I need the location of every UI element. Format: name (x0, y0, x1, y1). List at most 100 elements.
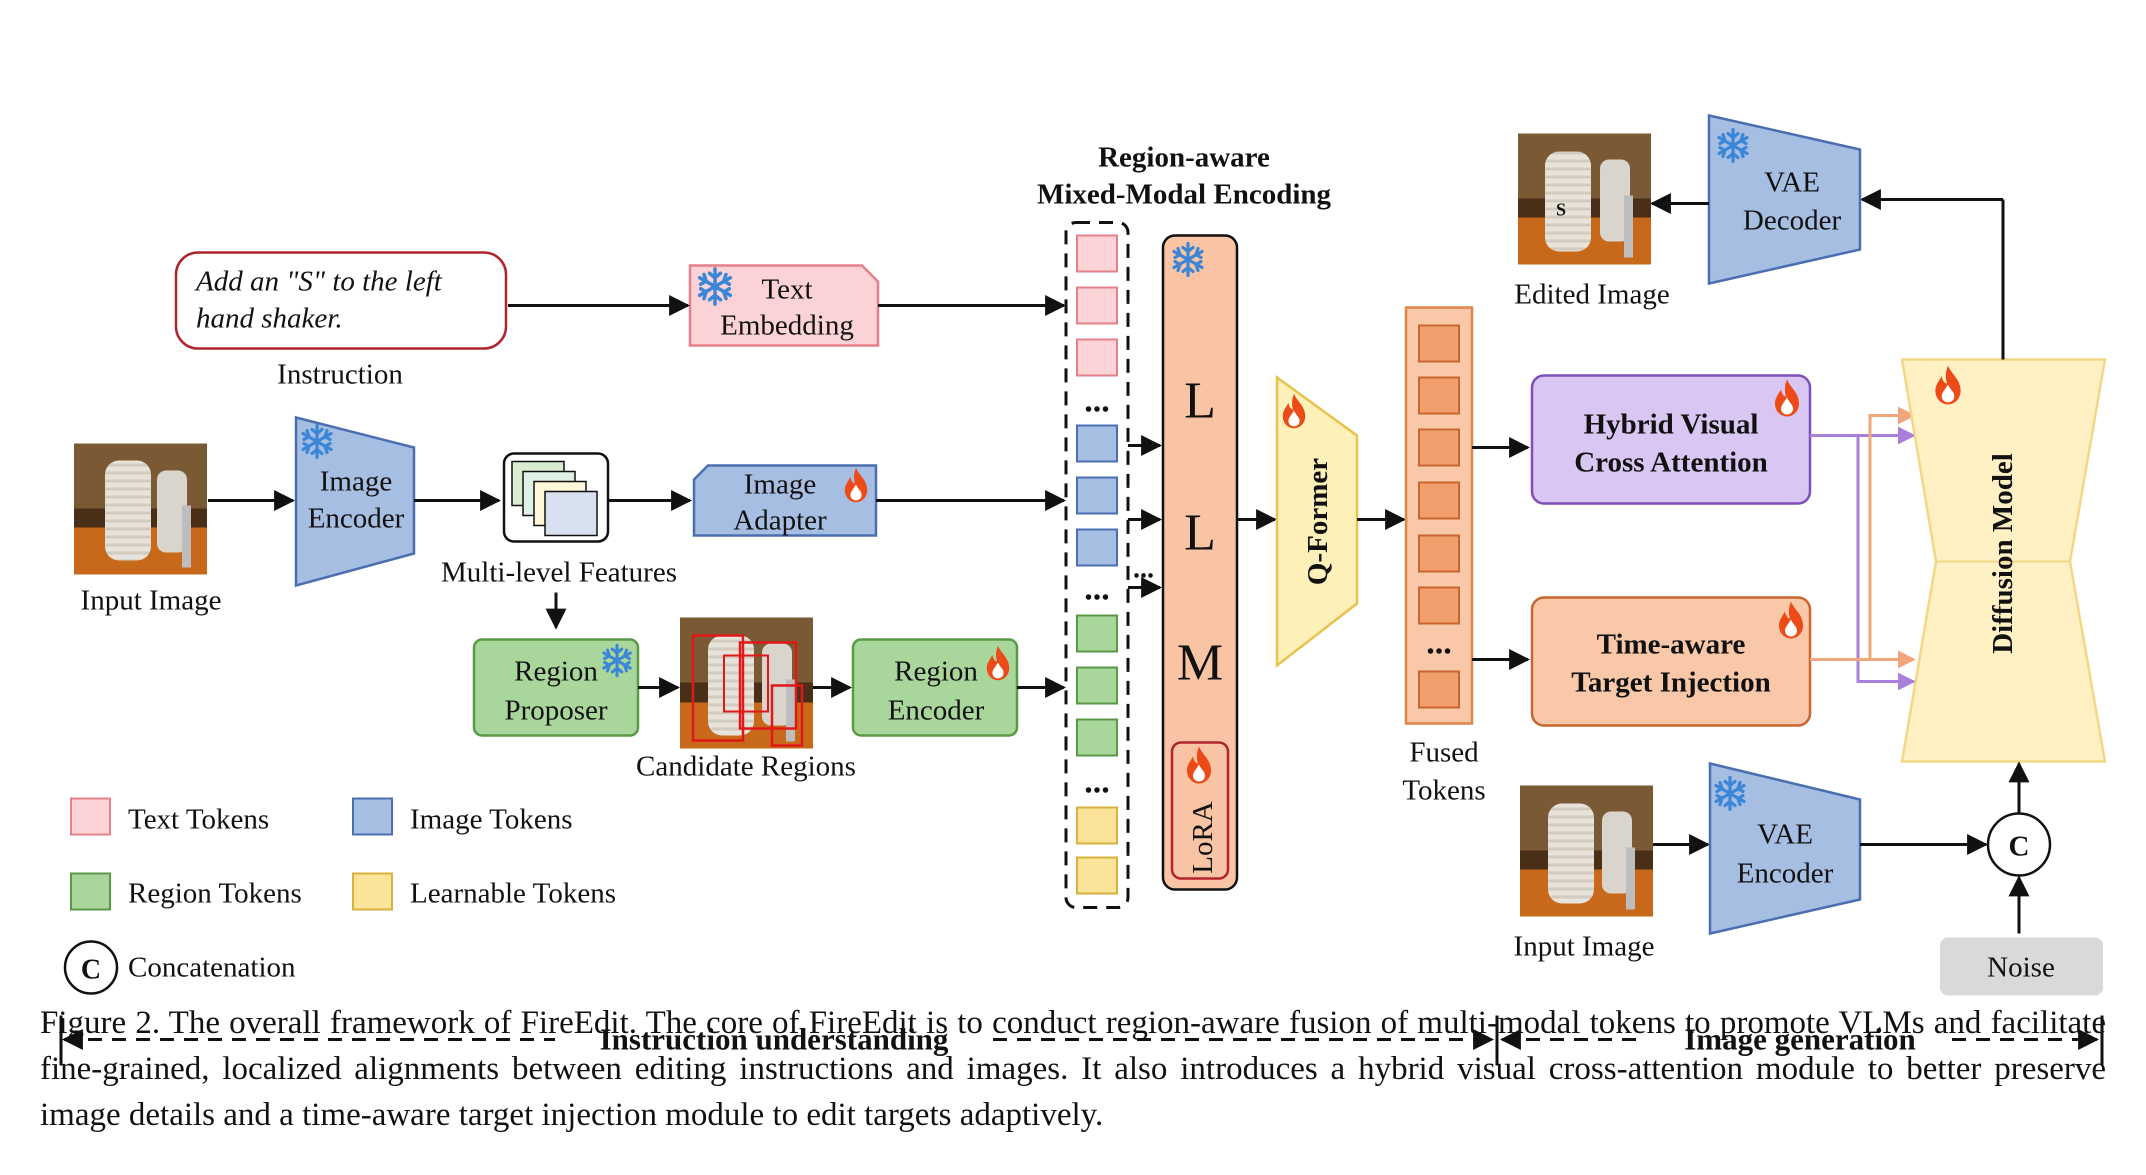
token-ellipsis: ... (1084, 383, 1110, 420)
qformer-label: Q-Former (1302, 458, 1334, 585)
diagram-title-line2: Mixed-Modal Encoding (1037, 179, 1332, 211)
legend-learnable-tokens: Learnable Tokens (410, 878, 616, 910)
fused-token (1418, 324, 1460, 363)
image-adapter-box (692, 464, 878, 537)
concat-symbol-letter: C (2009, 831, 2030, 863)
image-token (1076, 424, 1118, 463)
time-aware-line1: Time-aware (1597, 629, 1746, 661)
qformer-block (1275, 375, 1359, 669)
hybrid-line1: Hybrid Visual (1584, 409, 1759, 441)
token-ellipsis: ... (1084, 764, 1110, 801)
image-adapter-line2: Adapter (733, 505, 827, 537)
region-proposer-line2: Proposer (504, 695, 607, 727)
time-aware-line2: Target Injection (1571, 667, 1771, 699)
mixed-modal-token-column (1064, 221, 1130, 909)
candidate-regions-label: Candidate Regions (636, 751, 856, 783)
legend-region-token-swatch (70, 872, 111, 911)
vae-decoder-line2: Decoder (1743, 205, 1842, 237)
lora-box (1170, 741, 1230, 880)
instruction-understanding-label: Instruction understanding (600, 1022, 949, 1057)
fused-token-group (1418, 324, 1460, 709)
legend-region-tokens: Region Tokens (128, 878, 302, 910)
region-token-group (1076, 614, 1118, 757)
time-aware-target-injection-box (1530, 596, 1812, 727)
legend-learnable-token-swatch (352, 872, 393, 911)
diffusion-model-label: Diffusion Model (1987, 453, 2019, 654)
input-image-right-label: Input Image (1514, 931, 1655, 963)
instruction-text-line2: hand shaker. (196, 303, 343, 335)
legend-concat-letter: C (81, 955, 101, 986)
candidate-regions-image (680, 617, 813, 749)
region-token (1076, 666, 1118, 705)
token-ellipsis: ... (1084, 571, 1110, 608)
image-adapter-line1: Image (744, 469, 816, 501)
image-token-group (1076, 424, 1118, 567)
learnable-token-group (1076, 806, 1118, 895)
vae-decoder-line1: VAE (1764, 167, 1820, 199)
llm-letter-m: M (1177, 635, 1223, 692)
fused-token (1418, 376, 1460, 415)
fused-tokens-label-line1: Fused (1409, 737, 1479, 769)
vae-decoder-block (1707, 113, 1862, 286)
svg-text:S: S (1556, 200, 1566, 220)
llm-letter-l2: L (1184, 505, 1216, 562)
instruction-text-line1: Add an "S" to the left (194, 266, 443, 298)
edited-image: S (1518, 133, 1651, 265)
region-token (1076, 614, 1118, 653)
legend-text-tokens: Text Tokens (128, 804, 269, 836)
legend: Text Tokens Image Tokens Region Tokens L… (63, 797, 616, 995)
fused-ellipsis: ... (1426, 625, 1452, 662)
ellipsis-arrow: ... (1133, 554, 1154, 585)
text-token-group (1076, 234, 1118, 377)
learnable-token (1076, 856, 1118, 895)
input-image-label: Input Image (81, 585, 222, 617)
lora-label: LoRA (1187, 801, 1219, 874)
image-encoder-line1: Image (320, 466, 392, 498)
learnable-token (1076, 806, 1118, 845)
input-image (74, 443, 207, 575)
image-generation-label: Image generation (1684, 1022, 1916, 1057)
text-embedding-line2: Embedding (720, 310, 854, 342)
llm-block (1161, 234, 1239, 891)
fused-tokens-label-line2: Tokens (1402, 775, 1485, 807)
text-token (1076, 286, 1118, 325)
image-token (1076, 476, 1118, 515)
fused-token (1418, 428, 1460, 467)
noise-label: Noise (1987, 952, 2055, 984)
hybrid-visual-cross-attention-box (1530, 374, 1812, 505)
hybrid-line2: Cross Attention (1574, 447, 1768, 479)
instruction-label: Instruction (277, 359, 403, 391)
instruction-box (174, 251, 508, 350)
text-embedding-line1: Text (761, 274, 812, 306)
fused-token (1418, 670, 1460, 709)
text-token (1076, 234, 1118, 273)
noise-box (1940, 937, 2103, 996)
region-token (1076, 718, 1118, 757)
input-image-right (1520, 785, 1653, 917)
text-embedding-box (688, 264, 880, 347)
fused-token (1418, 534, 1460, 573)
edited-image-label: Edited Image (1514, 279, 1669, 311)
connector-time-to-diffusion (1810, 406, 1916, 661)
image-token (1076, 528, 1118, 567)
legend-image-tokens: Image Tokens (410, 804, 573, 836)
fused-token (1418, 481, 1460, 520)
legend-concatenation: Concatenation (128, 952, 296, 984)
legend-image-token-swatch (352, 797, 393, 836)
text-token (1076, 338, 1118, 377)
vae-encoder-block (1708, 761, 1862, 936)
figure-caption: Figure 2. The overall framework of FireE… (40, 1005, 2106, 1133)
legend-text-token-swatch (70, 797, 111, 836)
legend-concat-symbol (63, 940, 119, 995)
vae-encoder-line1: VAE (1757, 819, 1813, 851)
connector-hybrid-to-diffusion (1810, 434, 1916, 691)
image-encoder-block (294, 415, 416, 588)
vae-encoder-line2: Encoder (1737, 858, 1834, 890)
region-encoder-line1: Region (894, 656, 978, 688)
region-encoder-line2: Encoder (888, 695, 985, 727)
llm-letter-l1: L (1184, 373, 1216, 430)
fused-token (1418, 586, 1460, 625)
multilevel-features-label: Multi-level Features (441, 557, 677, 589)
diagram-title-line1: Region-aware (1098, 142, 1270, 174)
